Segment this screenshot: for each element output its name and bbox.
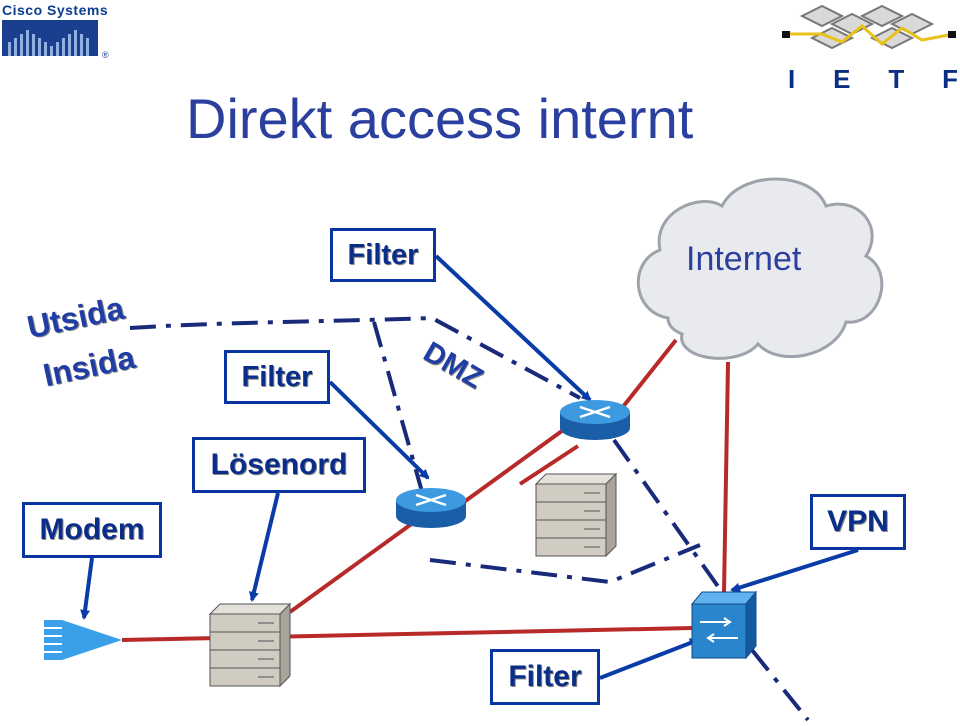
password-label: Lösenord [192,437,366,493]
boundary-lines [129,315,810,722]
cisco-bridge-icon: ® [2,20,109,60]
arrow-filter-top [434,254,592,402]
dmz-boundary-bottom [429,543,701,585]
arrow-modem [80,557,94,620]
router-inner-icon [396,488,466,528]
server-inside-icon [208,602,292,688]
registered-mark: ® [102,50,109,60]
vpn-label: VPN [810,494,906,550]
dmz-boundary-tail [750,648,810,722]
ietf-letter: E [833,64,851,94]
arrow-vpn [730,548,859,593]
link-router-dmz-server [518,444,580,486]
ietf-letters: I E T F [788,64,958,95]
cisco-logo: Cisco Systems ® [2,2,112,60]
dmz-boundary-right [612,438,724,594]
ietf-letter: I [788,64,796,94]
page-title: Direkt access internt [186,87,694,150]
cisco-logo-text: Cisco Systems [2,2,109,18]
ietf-letter: T [888,64,905,94]
ietf-lattice-icon [782,4,956,50]
vpn-concentrator-icon [690,590,758,660]
annotation-arrows [80,254,859,680]
arrow-filter-bottom [599,638,700,680]
ietf-letter: F [942,64,958,94]
filter-label-middle: Filter [224,350,330,404]
internet-cloud [636,177,884,360]
arrow-password [249,492,280,602]
ietf-logo: I E T F [782,4,958,94]
link-modem-vpn [121,626,693,642]
filter-label-top: Filter [330,228,436,282]
link-router-internet [620,338,678,410]
link-router-router [462,426,568,504]
arrow-filter-mid [328,380,430,480]
link-server-router [288,510,430,614]
filter-label-bottom: Filter [490,649,600,705]
modem-label: Modem [22,502,162,558]
link-internet-vpn [722,361,730,593]
internet-label: Internet [686,240,802,278]
modem-icon [44,620,122,660]
router-outer-icon [560,400,630,440]
dmz-boundary-left [372,321,432,521]
outside-inside-boundary [129,315,581,400]
server-dmz-icon [534,472,618,558]
